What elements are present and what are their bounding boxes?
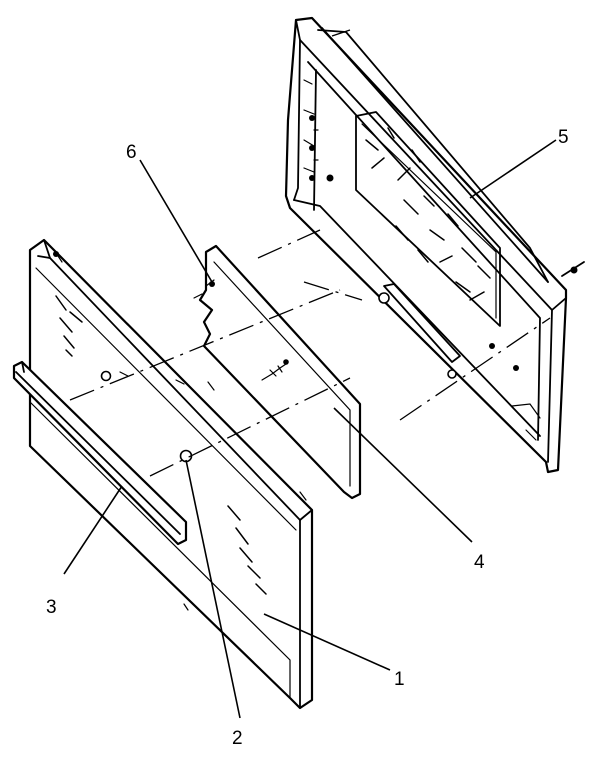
callout-1: 1	[394, 669, 405, 690]
door-handle-bar	[12, 360, 188, 546]
alignment-axes	[69, 29, 551, 477]
inner-glass-pane	[193, 244, 362, 500]
callout-5: 5	[558, 127, 569, 148]
outer-door-glass	[28, 238, 314, 710]
callout-4: 4	[474, 552, 485, 573]
callout-6: 6	[126, 142, 137, 163]
rear-door-panel	[284, 16, 585, 474]
leader-lines	[63, 139, 557, 719]
callout-2: 2	[232, 728, 243, 749]
callout-3: 3	[46, 597, 57, 618]
